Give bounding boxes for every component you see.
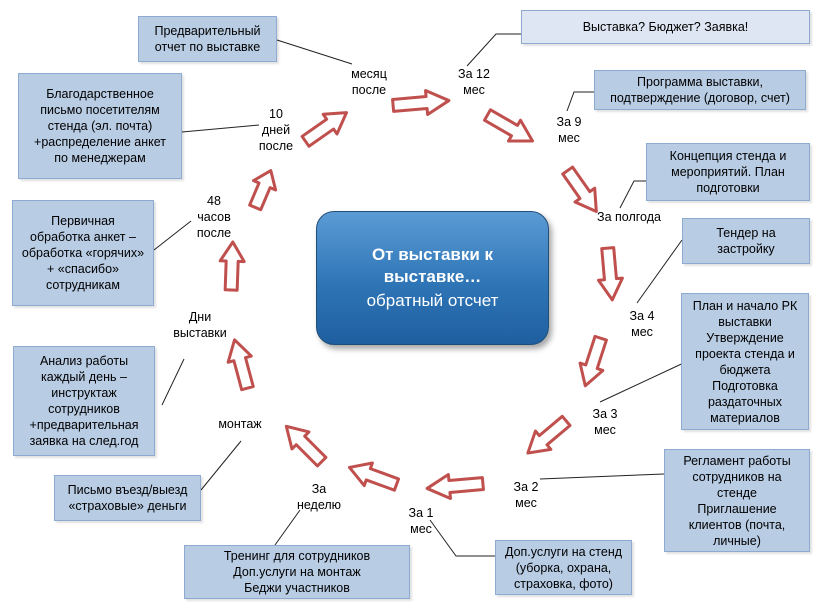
connector-line-4 [636, 239, 683, 304]
box-4-months: Тендер на застройку [682, 218, 810, 264]
box-month-after: Предварительный отчет по выставке [138, 16, 277, 62]
connector-line-7 [429, 519, 495, 557]
cycle-arrow-9 [284, 424, 328, 468]
connector-line-9 [200, 440, 242, 491]
connector-line-12 [181, 124, 260, 133]
cycle-arrow-12 [248, 169, 278, 212]
box-1-week: Тренинг для сотрудников Доп.услуги на мо… [184, 545, 410, 599]
box-exhibition-days: Анализ работы каждый день – инструктаж с… [13, 346, 155, 456]
cycle-arrow-1 [391, 89, 451, 116]
connector-line-10 [161, 358, 185, 406]
cycle-arrow-5 [578, 334, 608, 388]
label-12-months: За 12 мес [458, 67, 490, 97]
connector-line-11 [153, 220, 192, 251]
cycle-arrow-10 [226, 338, 255, 392]
center-subtitle: обратный отсчет [366, 291, 499, 310]
box-12-months: Выставка? Бюджет? Заявка! [521, 10, 810, 44]
connector-line-2 [566, 91, 594, 112]
connector-line-5 [599, 359, 691, 403]
label-half-year: За полгода [597, 210, 661, 224]
cycle-arrow-2 [482, 108, 535, 143]
label-mounting: монтаж [218, 417, 262, 431]
label-1-week: За неделю [296, 482, 342, 512]
label-48-hours: 48 часов после [196, 194, 232, 240]
label-4-months: За 4 мес [629, 309, 655, 339]
center-title-box: От выставки к выставке… обратный отсчет [316, 211, 549, 345]
connector-line-13 [276, 39, 353, 65]
connector-line-8 [274, 509, 301, 546]
cycle-arrow-3 [561, 165, 598, 213]
label-1-month: За 1 мес [408, 506, 434, 536]
box-48-hours: Первичная обработка анкет – обработка «г… [12, 200, 154, 306]
center-title: От выставки к выставке… [371, 245, 494, 286]
connector-line-6 [539, 473, 665, 480]
box-1-month: Доп.услуги на стенд (уборка, охрана, стр… [495, 540, 632, 595]
cycle-arrow-13 [300, 111, 348, 148]
label-exhibition-days: Дни выставки [173, 310, 227, 340]
cycle-arrow-4 [596, 246, 624, 302]
box-10-days: Благодарственное письмо посетителям стен… [18, 73, 182, 179]
cycle-arrow-8 [348, 461, 401, 492]
connector-line-3 [619, 180, 646, 209]
box-9-months: Программа выставки, подтверждение (догов… [594, 70, 806, 110]
label-2-months: За 2 мес [513, 480, 539, 510]
box-mounting: Письмо въезд/выезд «страховые» деньги [54, 475, 201, 521]
label-month-after: месяц после [351, 67, 387, 97]
box-3-months: План и начало РК выставки Утверждение пр… [681, 293, 809, 430]
label-9-months: За 9 мес [556, 115, 582, 145]
label-3-months: За 3 мес [592, 407, 618, 437]
box-2-months: Регламент работы сотрудников на стенде П… [664, 449, 810, 552]
cycle-arrow-7 [425, 473, 485, 500]
cycle-arrow-11 [218, 240, 246, 292]
label-10-days: 10 дней после [258, 107, 294, 153]
box-half-year: Концепция стенда и мероприятий. План под… [646, 143, 810, 201]
connector-line-1 [466, 33, 521, 67]
cycle-arrow-6 [526, 414, 572, 455]
